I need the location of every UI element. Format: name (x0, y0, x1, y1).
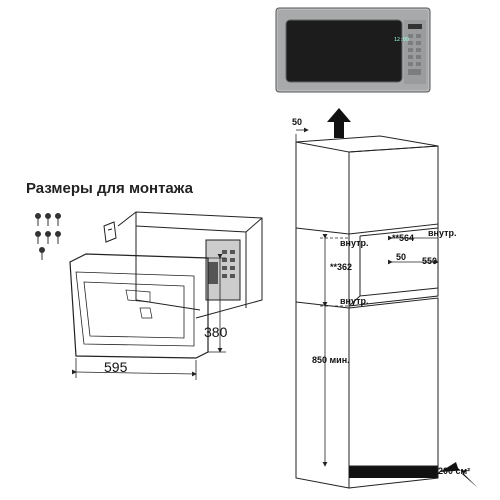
vent-area-label: 200 см² (438, 466, 471, 476)
niche-width-label: **564 (392, 233, 415, 243)
arrow-up-icon (327, 108, 351, 138)
min-height-label: 850 мин. (312, 355, 350, 365)
frame-dimension-lines (71, 254, 226, 380)
niche-height-label: **362 (330, 262, 353, 272)
screw-icon (35, 213, 61, 260)
inner-top-label: внутр. (340, 238, 369, 248)
inner-right-label: внутр. (428, 228, 457, 238)
trim-frame (69, 253, 209, 359)
top-clearance-label: 50 (292, 117, 303, 127)
arrow-in-icon (440, 462, 478, 488)
niche-side-label: 50 (396, 252, 407, 262)
inner-bottom-label: внутр. (340, 296, 369, 306)
frame-height-label: 380 (204, 324, 228, 340)
page-title: Размеры для монтажа (26, 180, 193, 197)
cabinet-drawing (295, 135, 439, 489)
dimension-lines (295, 127, 439, 467)
microwave-clock: 12:00 (394, 37, 410, 43)
niche-depth-label: 550 (422, 256, 438, 266)
microwave-photo (275, 7, 431, 93)
bracket-icon (103, 221, 117, 243)
frame-width-label: 595 (104, 359, 128, 375)
built-in-microwave (117, 211, 263, 319)
